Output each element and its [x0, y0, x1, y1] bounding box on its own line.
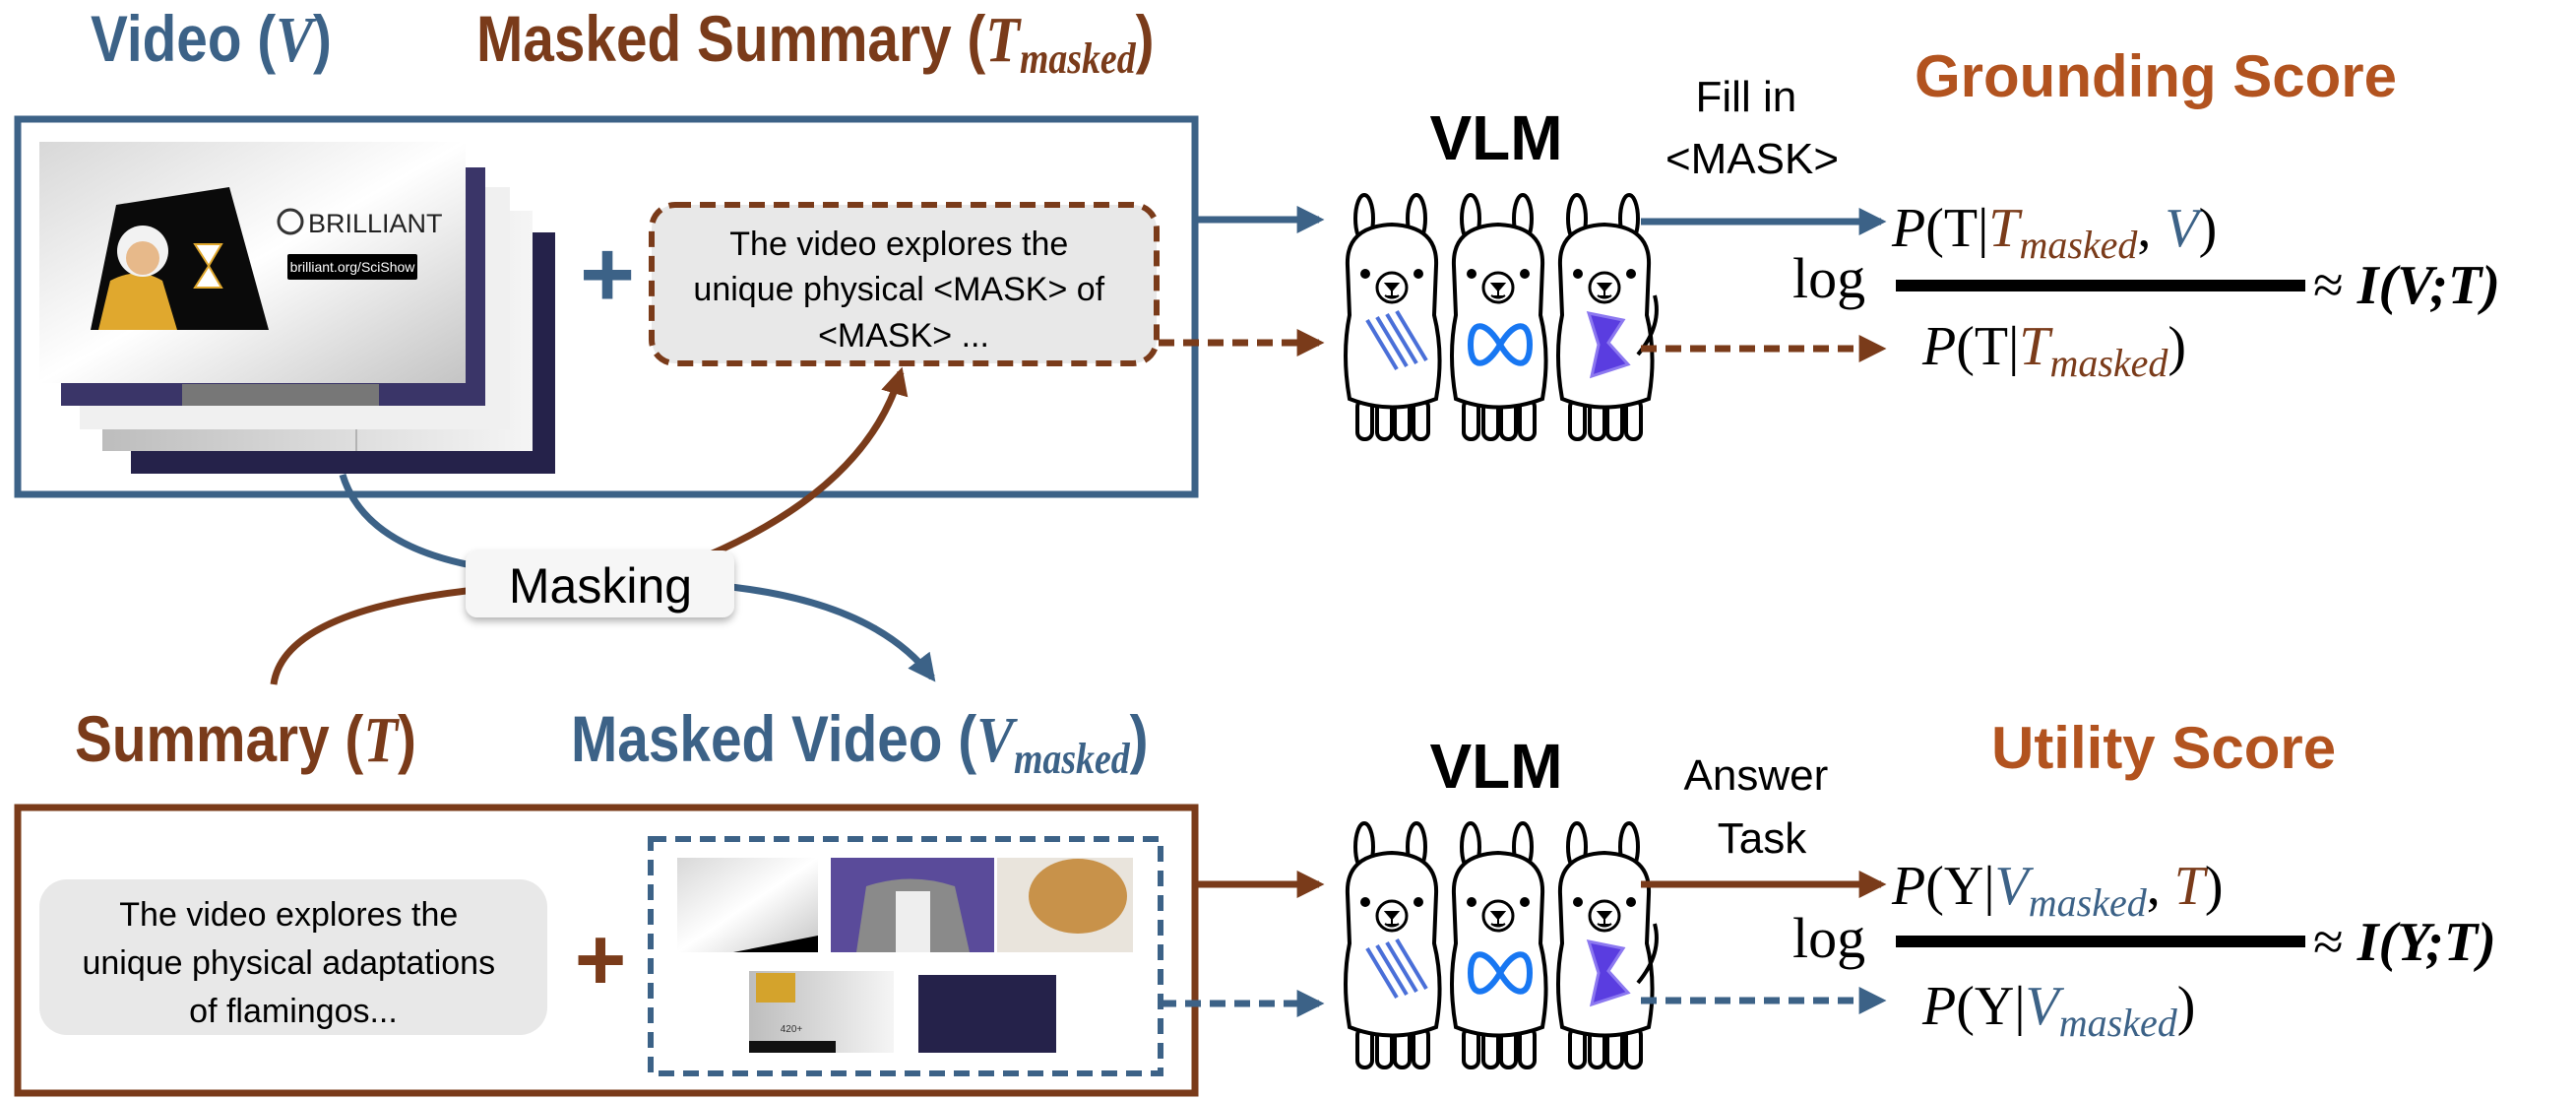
stripes-logo-icon — [1365, 309, 1428, 371]
alpaca-icon — [1344, 193, 1442, 441]
frame-url-text: brilliant.org/SciShow — [290, 259, 416, 275]
mutual-information-yt: ≈ I(Y;T) — [2313, 912, 2496, 973]
utility-formula: log P(Y|Vmasked, T) P(Y|Vmasked) ≈ I(Y;T… — [1792, 856, 2496, 1045]
thumbnail-text: 420+ — [781, 1024, 803, 1035]
thumbnail — [918, 975, 1056, 1053]
summary-title: Summary (T) — [75, 703, 416, 776]
masking-label-box — [466, 550, 734, 617]
plus-icon: + — [575, 911, 627, 1009]
denominator: P(Y|Vmasked) — [1921, 976, 2195, 1045]
masked-summary-box — [649, 202, 1160, 366]
log-label: log — [1792, 906, 1865, 970]
vlm-label-bottom: VLM — [1429, 731, 1562, 802]
star-logo-icon — [1586, 939, 1631, 1007]
star-logo-icon — [1586, 311, 1631, 379]
grounding-formula: log P(T|Tmasked, V) P(T|Tmasked) ≈ I(V;T… — [1792, 198, 2500, 385]
arrow-masking-to-masked-summary — [687, 366, 909, 567]
mutual-information-vt: ≈ I(V;T) — [2313, 255, 2500, 316]
plus-icon: + — [580, 222, 635, 327]
thumbnail — [677, 858, 818, 952]
alpaca-icon — [1344, 821, 1442, 1069]
frame-url-badge — [287, 254, 417, 280]
stripes-logo-icon — [1365, 938, 1428, 1000]
log-label: log — [1792, 246, 1865, 310]
vlm-alpacas-top — [1344, 193, 1659, 441]
vlm-alpacas-bottom — [1344, 821, 1659, 1069]
fraction-bar — [1896, 280, 2305, 291]
action-label-bottom: Answer Task — [1684, 751, 1841, 863]
video-frame-stack: BRILLIANT brilliant.org/SciShow — [39, 142, 555, 474]
action-label-top: Fill in <MASK> — [1665, 73, 1839, 183]
summary-text: The video explores the unique physical a… — [82, 896, 504, 1030]
meta-logo-icon — [1467, 951, 1534, 995]
masking-label: Masking — [509, 558, 692, 614]
masked-summary-text: The video explores the unique physical <… — [693, 226, 1113, 355]
frame-brand-text: BRILLIANT — [308, 209, 443, 238]
denominator: P(T|Tmasked) — [1921, 316, 2186, 385]
summary-box — [39, 879, 547, 1035]
video-title: Video (V) — [91, 3, 332, 76]
numerator: P(Y|Vmasked, T) — [1891, 856, 2224, 925]
masked-video-title: Masked Video (Vmasked) — [571, 703, 1149, 783]
alpaca-icon — [1450, 193, 1548, 441]
brilliant-logo-icon — [277, 208, 304, 235]
masked-video-thumbnails: 420+ — [677, 858, 1133, 1053]
vlm-label-top: VLM — [1429, 102, 1562, 173]
numerator: P(T|Tmasked, V) — [1891, 198, 2217, 267]
utility-score-title: Utility Score — [1991, 715, 2336, 781]
masked-summary-title: Masked Summary (Tmasked) — [476, 3, 1155, 83]
fraction-bar — [1896, 936, 2305, 947]
alpaca-icon — [1450, 821, 1548, 1069]
grounding-score-title: Grounding Score — [1915, 43, 2397, 109]
meta-logo-icon — [1467, 323, 1534, 366]
